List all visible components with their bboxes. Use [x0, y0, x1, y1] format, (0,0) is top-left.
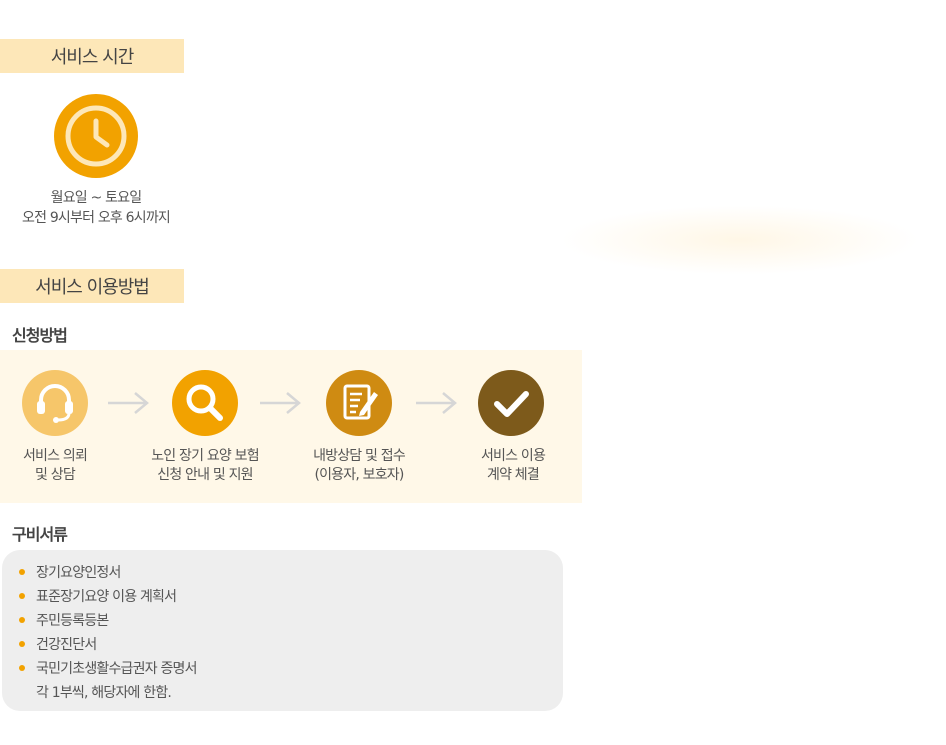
apply-method-title: 신청방법	[12, 326, 68, 345]
documents-note: 각 1부씩, 해당자에 한함.	[36, 685, 172, 701]
service-hours-text: 오전 9시부터 오후 6시까지	[22, 210, 171, 226]
document-edit-icon	[326, 370, 392, 436]
arrow-right-icon	[108, 392, 149, 414]
step-4-label: 서비스 이용 계약 체결	[438, 447, 588, 485]
bullet-icon	[19, 665, 25, 671]
list-item: 주민등록등본	[18, 609, 197, 633]
list-item: 표준장기요양 이용 계획서	[18, 585, 197, 609]
bullet-icon	[19, 593, 25, 599]
document-item-text: 표준장기요양 이용 계획서	[36, 589, 177, 605]
step-3-label: 내방상담 및 접수 (이용자, 보호자)	[284, 447, 434, 485]
bullet-icon	[19, 617, 25, 623]
step-2-line1: 노인 장기 요양 보험	[151, 448, 259, 464]
service-hours: 월요일 ~ 토요일 오전 9시부터 오후 6시까지	[0, 188, 192, 228]
check-icon	[478, 370, 544, 436]
step-4-line1: 서비스 이용	[480, 448, 546, 464]
document-item-text: 장기요양인정서	[36, 565, 121, 581]
step-2-line2: 신청 안내 및 지원	[157, 467, 253, 483]
document-item-text: 주민등록등본	[36, 613, 109, 629]
clock-icon	[54, 94, 138, 178]
step-3-line2: (이용자, 보호자)	[314, 467, 404, 483]
search-icon	[172, 370, 238, 436]
service-time-header: 서비스 시간	[0, 39, 184, 73]
list-item: 장기요양인정서	[18, 561, 197, 585]
steps-panel	[0, 350, 582, 503]
arrow-right-icon	[260, 392, 301, 414]
list-item: 건강진단서	[18, 633, 197, 657]
documents-box	[2, 550, 563, 711]
bullet-icon	[19, 641, 25, 647]
documents-list: 장기요양인정서 표준장기요양 이용 계획서 주민등록등본 건강진단서 국민기초생…	[18, 561, 198, 681]
arrow-right-icon	[416, 392, 457, 414]
step-1-line2: 및 상담	[35, 467, 76, 483]
step-1-line1: 서비스 의뢰	[22, 448, 88, 464]
usage-method-header: 서비스 이용방법	[0, 269, 184, 303]
step-4-line2: 계약 체결	[487, 467, 540, 483]
step-2-label: 노인 장기 요양 보험 신청 안내 및 지원	[130, 447, 280, 485]
document-item-text: 국민기초생활수급권자 증명서	[36, 661, 198, 677]
document-item-text: 건강진단서	[36, 637, 97, 653]
headset-icon	[22, 370, 88, 436]
documents-title: 구비서류	[12, 525, 68, 544]
service-days-text: 월요일 ~ 토요일	[50, 190, 143, 206]
step-1-label: 서비스 의뢰 및 상담	[0, 447, 130, 485]
bullet-icon	[19, 569, 25, 575]
step-3-line1: 내방상담 및 접수	[313, 448, 406, 464]
list-item: 국민기초생활수급권자 증명서	[18, 657, 198, 681]
decorative-glow	[560, 205, 920, 275]
